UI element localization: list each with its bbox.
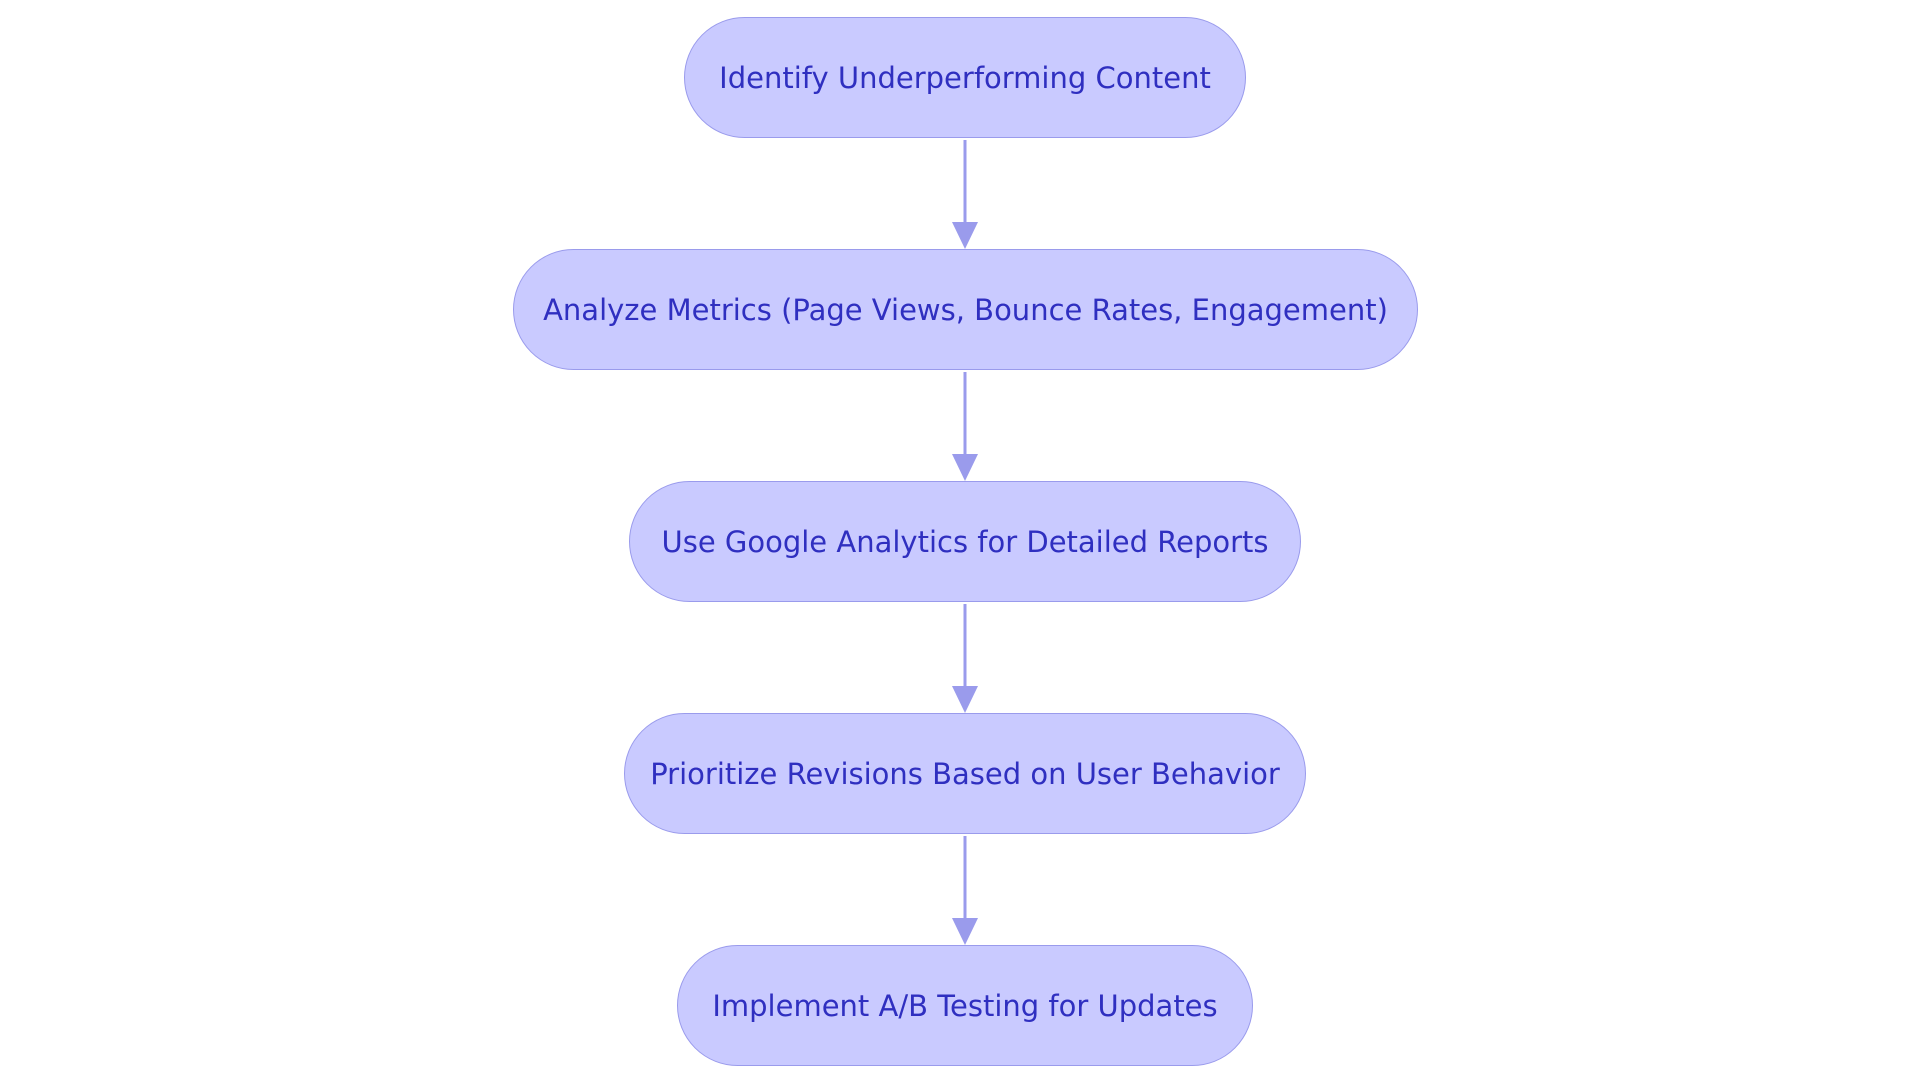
connector-identify-to-analyze [952, 140, 978, 249]
node-use-google-analytics: Use Google Analytics for Detailed Report… [629, 481, 1301, 602]
node-label: Implement A/B Testing for Updates [712, 988, 1218, 1023]
connector-prioritize-to-ab-testing [952, 836, 978, 945]
node-implement-ab-testing: Implement A/B Testing for Updates [677, 945, 1253, 1066]
node-label: Prioritize Revisions Based on User Behav… [650, 756, 1280, 791]
node-prioritize-revisions: Prioritize Revisions Based on User Behav… [624, 713, 1306, 834]
node-analyze-metrics: Analyze Metrics (Page Views, Bounce Rate… [513, 249, 1418, 370]
node-label: Analyze Metrics (Page Views, Bounce Rate… [543, 292, 1388, 327]
node-label: Use Google Analytics for Detailed Report… [661, 524, 1269, 559]
node-identify-underperforming-content: Identify Underperforming Content [684, 17, 1246, 138]
connector-google-analytics-to-prioritize [952, 604, 978, 713]
node-label: Identify Underperforming Content [719, 60, 1211, 95]
connector-analyze-to-google-analytics [952, 372, 978, 481]
